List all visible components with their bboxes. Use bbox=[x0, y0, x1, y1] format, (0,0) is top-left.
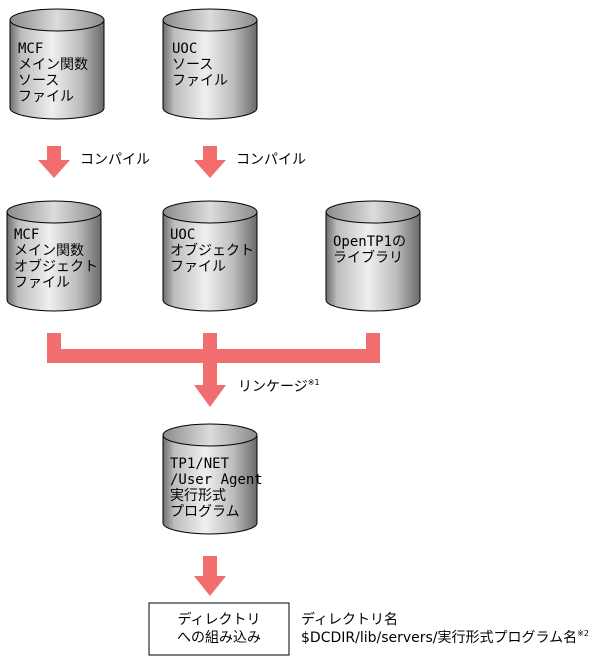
executable-line-1: TP1/NET bbox=[170, 456, 230, 472]
opentp1-lib-line-2: ライブラリ bbox=[333, 249, 403, 266]
executable-program-cylinder: TP1/NET /User Agent 実行形式 プログラム bbox=[162, 423, 263, 535]
linkage-label-text: リンケージ bbox=[238, 379, 308, 395]
mcf-source-line-1: MCF bbox=[18, 41, 43, 57]
mcf-source-line-3: ソース bbox=[18, 73, 59, 89]
install-arrow bbox=[194, 556, 226, 596]
opentp1-lib-line-1: OpenTP1の bbox=[333, 234, 406, 250]
opentp1-library-cylinder: OpenTP1の ライブラリ bbox=[325, 200, 421, 312]
mcf-source-file-cylinder: MCF メイン関数 ソース ファイル bbox=[9, 8, 105, 120]
uoc-source-line-2: ソース bbox=[172, 57, 213, 73]
executable-line-3: 実行形式 bbox=[170, 488, 226, 504]
executable-line-4: プログラム bbox=[170, 504, 240, 520]
uoc-source-line-3: ファイル bbox=[172, 73, 228, 89]
uoc-source-file-cylinder: UOC ソース ファイル bbox=[162, 8, 258, 120]
compile-arrow-left bbox=[38, 146, 70, 178]
mcf-object-line-4: ファイル bbox=[14, 275, 70, 291]
directory-install-box: ディレクトリ への組み込み bbox=[148, 602, 290, 656]
executable-line-2: /User Agent bbox=[170, 472, 263, 488]
compile-arrow-right bbox=[194, 146, 226, 178]
directory-note-mark: ※2 bbox=[577, 629, 589, 638]
uoc-object-file-cylinder: UOC オブジェクト ファイル bbox=[162, 200, 258, 312]
linkage-label: リンケージ※1 bbox=[238, 378, 320, 395]
linkage-note-mark: ※1 bbox=[308, 378, 320, 387]
linkage-merge-arrow bbox=[47, 333, 380, 407]
mcf-object-file-cylinder: MCF メイン関数 オブジェクト ファイル bbox=[6, 200, 102, 312]
install-box-line-2: への組み込み bbox=[177, 630, 261, 646]
mcf-object-line-3: オブジェクト bbox=[14, 258, 98, 275]
directory-path: $DCDIR/lib/servers/実行形式プログラム名※2 bbox=[301, 629, 589, 646]
mcf-source-line-4: ファイル bbox=[18, 89, 74, 105]
compile-label-right: コンパイル bbox=[236, 152, 306, 168]
mcf-object-line-1: MCF bbox=[14, 227, 39, 243]
directory-name-title: ディレクトリ名 bbox=[301, 611, 398, 628]
uoc-object-line-3: ファイル bbox=[170, 259, 226, 275]
mcf-source-line-2: メイン関数 bbox=[18, 57, 88, 73]
uoc-object-line-2: オブジェクト bbox=[170, 242, 254, 259]
uoc-object-line-1: UOC bbox=[170, 227, 195, 243]
directory-path-text: $DCDIR/lib/servers/実行形式プログラム名 bbox=[301, 630, 577, 646]
uoc-source-line-1: UOC bbox=[172, 41, 197, 57]
install-box-line-1: ディレクトリ bbox=[177, 611, 260, 628]
compile-label-left: コンパイル bbox=[80, 152, 150, 168]
mcf-object-line-2: メイン関数 bbox=[14, 243, 84, 259]
